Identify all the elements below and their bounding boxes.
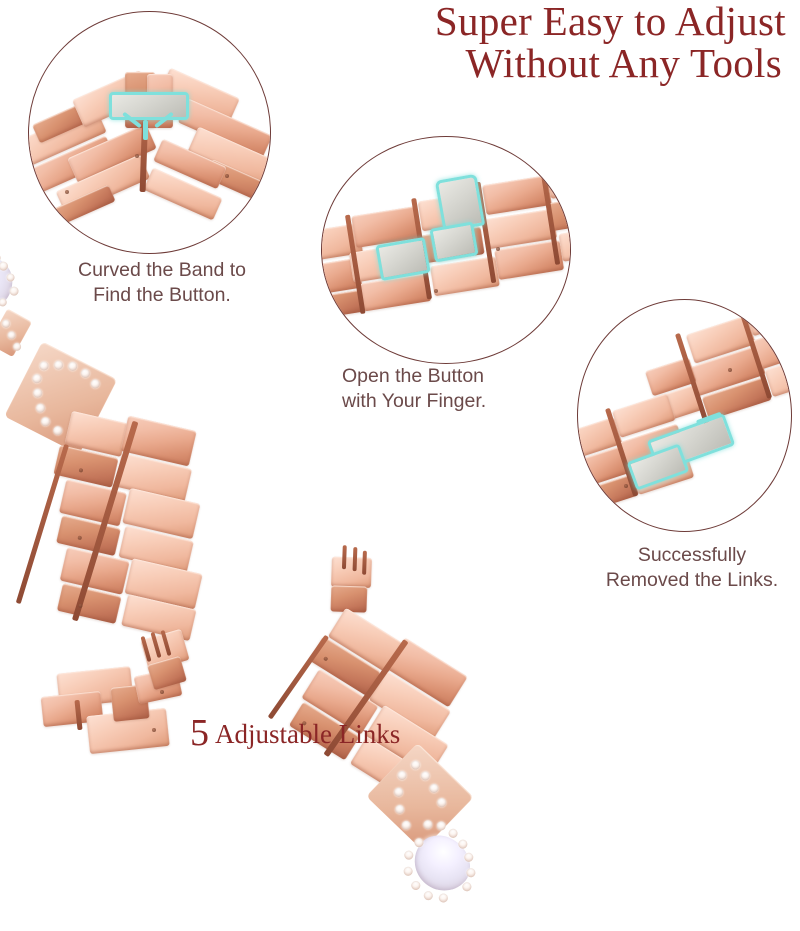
curved-band-photo [29,12,270,253]
release-button-highlight [109,92,189,120]
step-1-caption: Curved the Band to Find the Button. [48,258,276,308]
step-2-caption: Open the Button with Your Finger. [342,364,562,414]
page-title: Super Easy to Adjust Without Any Tools [316,0,786,84]
step-1-caption-line-2: Find the Button. [93,283,231,306]
open-button-photo [322,137,570,363]
links-text: Adjustable Links [215,719,401,749]
step-3-caption: Successfully Removed the Links. [588,543,796,593]
step-2-caption-line-1: Open the Button [342,365,485,387]
infographic-canvas: Super Easy to Adjust Without Any Tools [0,0,796,905]
circle-inset-curved-band [28,11,271,254]
main-watch-band [0,253,269,661]
links-count: 5 [190,712,209,754]
step-2-caption-line-2: with Your Finger. [342,389,487,412]
step-3-caption-line-1: Successfully [637,544,747,566]
headline-line-1: Super Easy to Adjust [434,0,786,44]
step-1-caption-line-1: Curved the Band to [77,259,247,281]
removed-loose-link [40,628,210,768]
headline-line-2: Without Any Tools [465,40,782,87]
step-3-caption-line-2: Removed the Links. [605,568,779,591]
removed-links-photo [578,300,791,531]
circle-inset-open-button [321,136,571,364]
circle-inset-removed-links [577,299,792,532]
